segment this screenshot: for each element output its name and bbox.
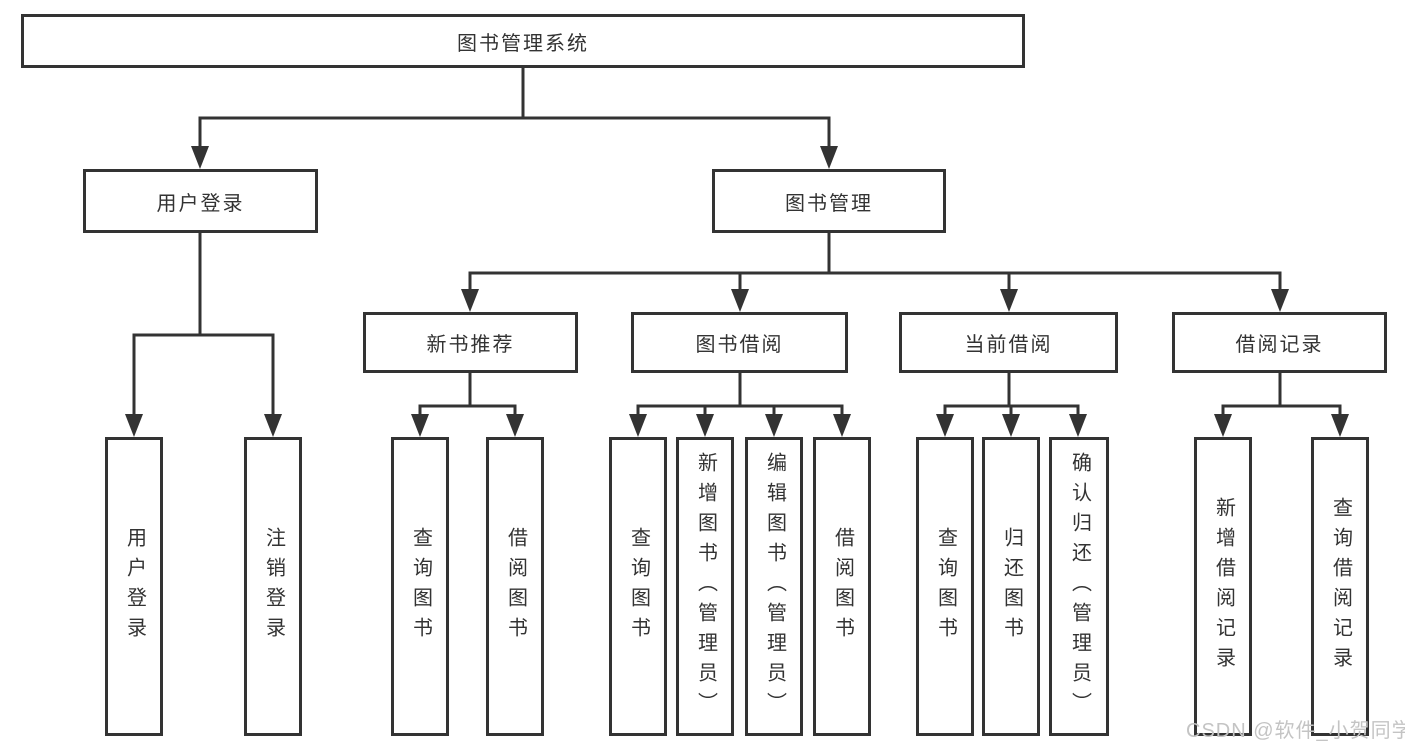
- leaf-add-borrow-record-label: 新增借阅记录: [1212, 496, 1235, 677]
- leaf-logout-label: 注销登录: [262, 526, 285, 647]
- leaf-return-books: 归还图书: [982, 437, 1040, 736]
- leaf-query-borrow-record: 查询借阅记录: [1311, 437, 1369, 736]
- leaf-logout: 注销登录: [244, 437, 302, 736]
- csdn-watermark: CSDN @软件_小贺同学: [1186, 720, 1405, 742]
- leaf-user-login-label: 用户登录: [123, 526, 146, 647]
- leaf-add-book-admin-label: 新增图书（管理员）: [694, 451, 717, 722]
- leaf-edit-book-admin-label: 编辑图书（管理员）: [763, 451, 786, 722]
- leaf-query-books-borrowing: 查询图书: [609, 437, 667, 736]
- node-user-login: 用户登录: [83, 169, 318, 233]
- node-current-borrowing: 当前借阅: [899, 312, 1118, 373]
- leaf-confirm-return-admin: 确认归还（管理员）: [1049, 437, 1109, 736]
- leaf-query-books-current: 查询图书: [916, 437, 974, 736]
- node-new-book-recommendation: 新书推荐: [363, 312, 578, 373]
- leaf-query-books-borrowing-label: 查询图书: [627, 526, 650, 647]
- node-library-management-system: 图书管理系统: [21, 14, 1025, 68]
- leaf-add-book-admin: 新增图书（管理员）: [676, 437, 734, 736]
- node-book-management: 图书管理: [712, 169, 946, 233]
- tree-branch-lines: [132, 68, 1342, 417]
- leaf-return-books-label: 归还图书: [1000, 526, 1023, 647]
- leaf-add-borrow-record: 新增借阅记录: [1194, 437, 1252, 736]
- leaf-borrow-books-recommend-label: 借阅图书: [504, 526, 527, 647]
- leaf-query-borrow-record-label: 查询借阅记录: [1329, 496, 1352, 677]
- leaf-user-login: 用户登录: [105, 437, 163, 736]
- leaf-edit-book-admin: 编辑图书（管理员）: [745, 437, 803, 736]
- leaf-query-books-recommend: 查询图书: [391, 437, 449, 736]
- arrowhead-icons: [125, 146, 1349, 437]
- node-book-borrowing: 图书借阅: [631, 312, 848, 373]
- leaf-borrow-books-borrowing-label: 借阅图书: [831, 526, 854, 647]
- leaf-query-books-current-label: 查询图书: [934, 526, 957, 647]
- leaf-confirm-return-admin-label: 确认归还（管理员）: [1068, 451, 1091, 722]
- node-borrowing-records: 借阅记录: [1172, 312, 1387, 373]
- leaf-query-books-recommend-label: 查询图书: [409, 526, 432, 647]
- leaf-borrow-books-recommend: 借阅图书: [486, 437, 544, 736]
- leaf-borrow-books-borrowing: 借阅图书: [813, 437, 871, 736]
